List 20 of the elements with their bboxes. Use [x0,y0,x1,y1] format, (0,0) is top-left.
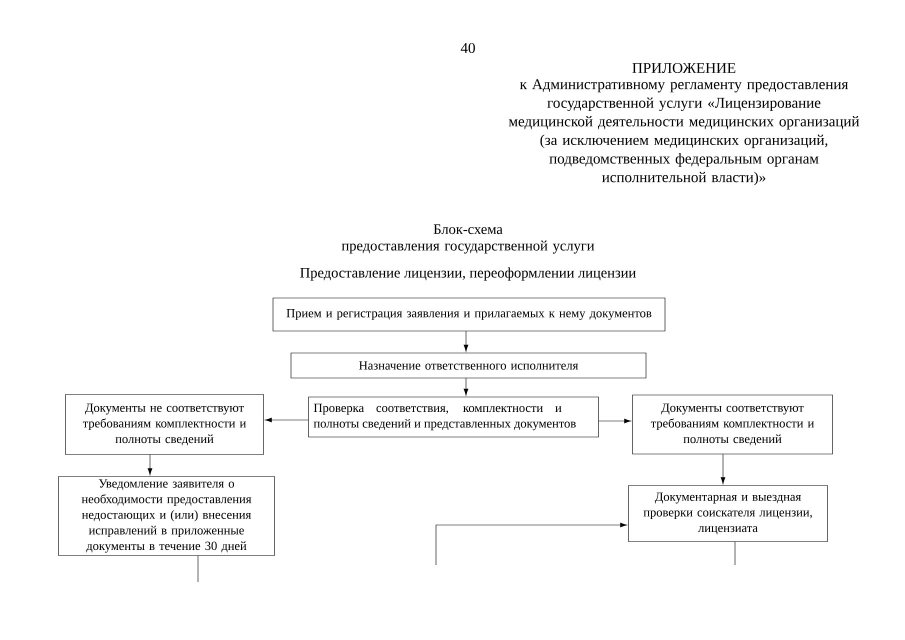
process-box: Проверка соответствия, комплектности и полноты сведений и представленных документов [308,396,599,438]
arrow [148,454,152,476]
diagram-title: Блок-схема предоставления государственной услуги [342,224,594,254]
process-box: Документарная и выездная проверки соискателя лицензии, лицензиата [628,485,828,542]
arrow [464,378,468,396]
arrow [720,454,726,484]
annex-note: к Административному регламенту предоставления государственной услуги «Лицензирование медицинской деятельности медицинских организаций (за исключением медицинских организаций, подведомственных федеральным органам исполнительной власти)» [508,79,860,186]
process-box: Назначение ответственного исполнителя [290,352,646,378]
process-box: Документы соответствуют требованиям комплектности и полноты сведений [632,394,833,454]
page-number: 40 [460,42,475,54]
process-box: Документы не соответствуют требованиям комплектности и полноты сведений [65,394,264,455]
arrow [598,418,632,424]
process-box: Уведомление заявителя о необходимости предоставления недостающих и (или) внесения исправлений в приложенные документы в течение 30 дней [58,476,275,556]
subheading: Предоставление лицензии, переоформлении лицензии [300,267,636,281]
process-box: Прием и регистрация заявления и прилагаемых к нему документов [272,298,666,332]
annex-heading: ПРИЛОЖЕНИЕ [632,62,736,74]
arrow [264,418,308,422]
connector-line [734,542,736,566]
arrow [436,522,628,566]
arrow [464,331,468,352]
